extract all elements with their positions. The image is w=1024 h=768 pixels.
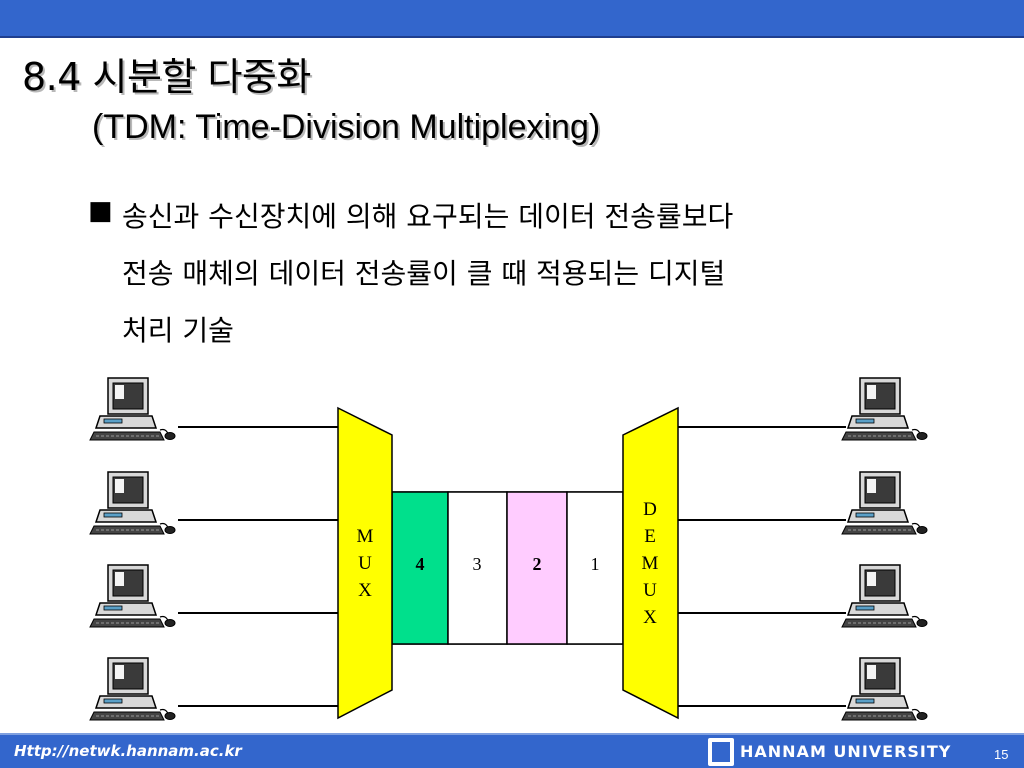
output-links — [678, 426, 846, 707]
time-slot-1 — [566, 491, 624, 645]
time-slot-3 — [447, 491, 508, 645]
demux-block — [622, 406, 679, 720]
bullet-line-2: 전송 매체의 데이터 전송률이 클 때 적용되는 디지털 — [122, 257, 726, 290]
footer-url-link[interactable]: Http://netwk.hannam.ac.kr — [14, 742, 242, 760]
page-subtitle: (TDM: Time-Division Multiplexing) — [92, 108, 601, 146]
mux-letter: U — [358, 553, 372, 574]
top-banner — [0, 0, 1024, 36]
computer-icon — [89, 564, 176, 628]
demux-letter: D — [643, 499, 657, 520]
university-logo-icon — [708, 738, 734, 766]
demux-letter: U — [643, 580, 657, 601]
slot-label-1: 1 — [591, 554, 600, 574]
bullet-marker: ■ — [88, 196, 113, 226]
bullet-line-1: 송신과 수신장치에 의해 요구되는 데이터 전송률보다 — [122, 200, 734, 233]
bullet-line-3: 처리 기술 — [122, 314, 234, 347]
slot-label-2: 2 — [533, 554, 542, 574]
bullet-text: 송신과 수신장치에 의해 요구되는 데이터 전송률보다 전송 매체의 데이터 전… — [122, 188, 942, 359]
footer-rule — [0, 733, 1024, 735]
computer-icon — [89, 377, 176, 441]
footer-bar — [0, 735, 1024, 768]
page-title: 8.4 시분할 다중화 — [22, 55, 311, 99]
computer-icon — [89, 657, 176, 721]
time-slot-4 — [391, 491, 449, 645]
computer-icon — [841, 377, 928, 441]
mux-letter: X — [358, 580, 372, 601]
page-number: 15 — [994, 747, 1009, 762]
demux-letter: M — [642, 553, 659, 574]
mux-block — [337, 406, 393, 720]
demux-letter: E — [644, 526, 656, 547]
demux-letter: X — [643, 607, 657, 628]
slot-label-3: 3 — [473, 554, 482, 574]
mux-letter: M — [357, 526, 374, 547]
input-links — [178, 426, 338, 707]
top-banner-rule — [0, 36, 1024, 38]
computer-icon — [841, 471, 928, 535]
slot-label-4: 4 — [416, 554, 425, 574]
computer-icon — [841, 564, 928, 628]
footer-university: HANNAM UNIVERSITY — [740, 742, 952, 761]
computer-icon — [89, 471, 176, 535]
computer-icon — [841, 657, 928, 721]
